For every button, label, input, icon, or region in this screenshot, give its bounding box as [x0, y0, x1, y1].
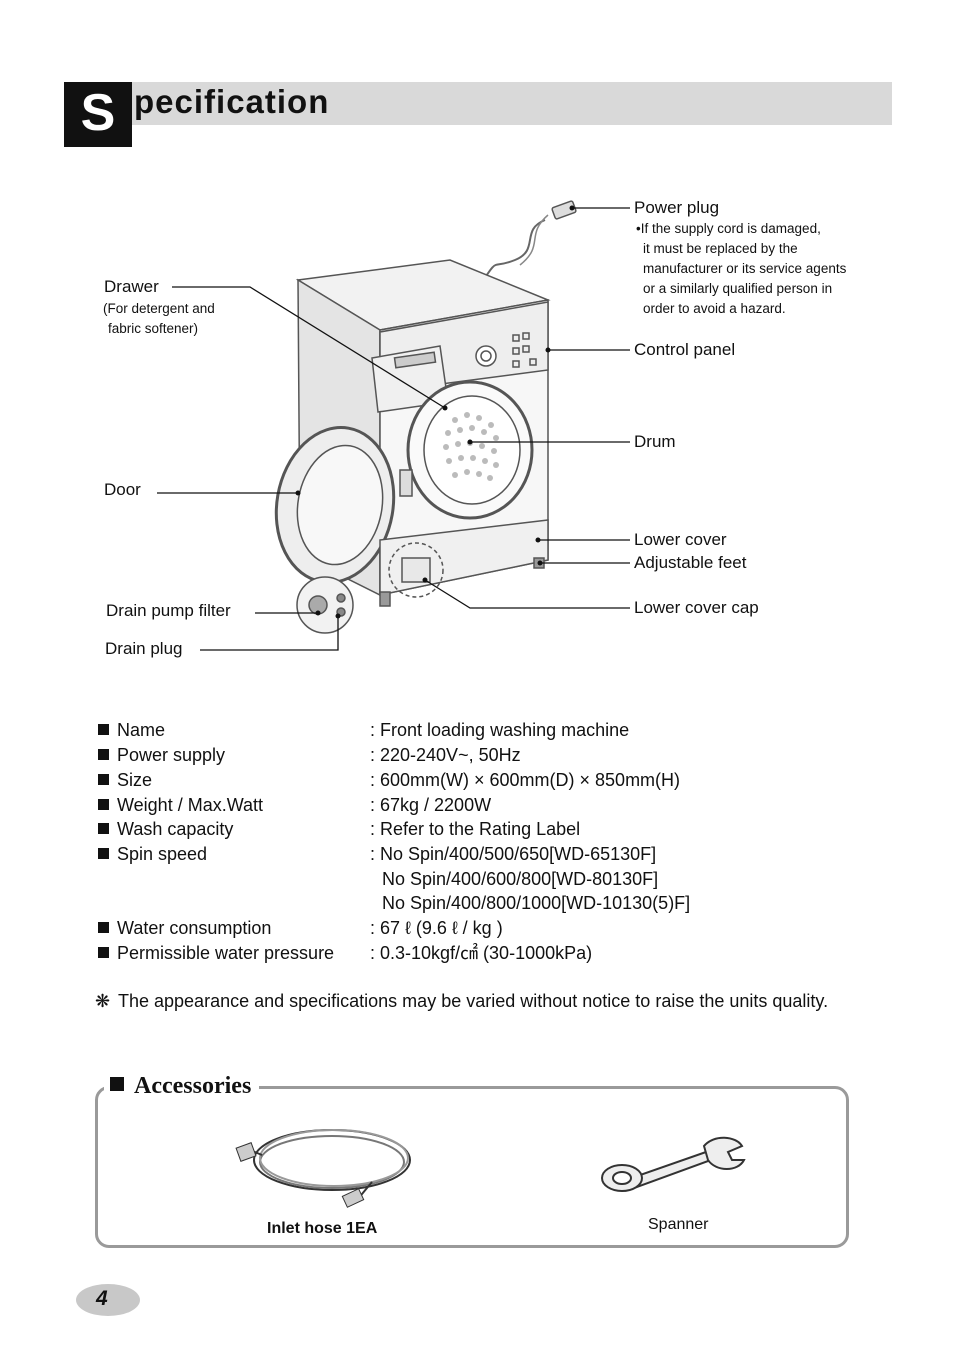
spec-value: : Refer to the Rating Label [370, 819, 581, 839]
spec-value: : No Spin/400/500/650[WD-65130F] [370, 844, 657, 864]
label-lower-cover-cap: Lower cover cap [634, 598, 759, 617]
washing-machine-illustration [157, 200, 630, 651]
spec-value: No Spin/400/800/1000[WD-10130(5)F] [382, 893, 691, 913]
spec-value: No Spin/400/600/800[WD-80130F] [382, 869, 659, 889]
note-text: The appearance and specifications may be… [118, 991, 829, 1011]
spec-label: Name [98, 718, 165, 743]
label-door: Door [104, 480, 141, 499]
spec-value: : 0.3-10kgf/㎠ (30-1000kPa) [370, 943, 593, 963]
spec-label: Size [98, 768, 152, 793]
label-lower-cover: Lower cover [634, 530, 727, 549]
power-note-line: •If the supply cord is damaged, [636, 221, 821, 236]
label-drum: Drum [634, 432, 676, 451]
spec-value: : 67kg / 2200W [370, 795, 492, 815]
spec-label: Wash capacity [98, 817, 233, 842]
washing-machine-diagram: Power plug •If the supply cord is damage… [0, 160, 954, 700]
label-control-panel: Control panel [634, 340, 736, 359]
spec-label: Permissible water pressure [98, 941, 334, 966]
spec-label: Water consumption [98, 916, 271, 941]
note-mark: ❋ [95, 991, 111, 1011]
spec-value: : 67 ℓ (9.6 ℓ / kg ) [370, 918, 503, 938]
drawer-sub-line: (For detergent and [103, 301, 215, 316]
label-drain-pump-filter: Drain pump filter [106, 601, 231, 620]
drawer-sub-line: fabric softener) [108, 321, 199, 336]
spec-value: : 600mm(W) × 600mm(D) × 850mm(H) [370, 770, 681, 790]
spanner-icon [601, 1136, 746, 1192]
power-note-line: manufacturer or its service agents [643, 261, 847, 276]
accessories-title: Accessories [104, 1070, 260, 1102]
accessory-label-spanner: Spanner [648, 1216, 709, 1233]
label-power-plug: Power plug [634, 198, 720, 217]
page-title: pecification [134, 83, 330, 120]
power-note-line: or a similarly qualified person in [643, 281, 833, 296]
label-drain-plug: Drain plug [105, 639, 183, 658]
title-initial: S [64, 82, 132, 147]
spec-label: Spin speed [98, 842, 207, 867]
label-drawer: Drawer [104, 277, 159, 296]
page-number-badge [76, 1284, 140, 1316]
power-note-line: it must be replaced by the [643, 241, 798, 256]
spec-label: Weight / Max.Watt [98, 793, 263, 818]
spec-label: Power supply [98, 743, 225, 768]
title-bar [64, 82, 892, 125]
power-note-line: order to avoid a hazard. [643, 301, 786, 316]
spec-value: : 220-240V~, 50Hz [370, 745, 521, 765]
inlet-hose-icon [235, 1129, 411, 1208]
spec-value: : Front loading washing machine [370, 720, 630, 740]
accessory-label-inlet-hose: Inlet hose 1EA [267, 1220, 378, 1237]
note: ❋ The appearance and specifications may … [95, 989, 887, 1014]
accessories-box [95, 1086, 849, 1248]
page-number: 4 [96, 1287, 108, 1310]
label-adjustable-feet: Adjustable feet [634, 553, 747, 572]
